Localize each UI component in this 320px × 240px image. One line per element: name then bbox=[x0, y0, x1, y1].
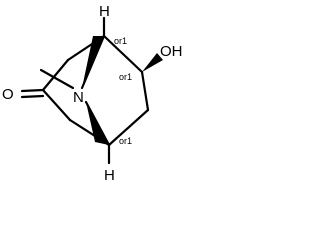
atom-hydroxyl: OH bbox=[160, 43, 183, 60]
stereo-label-c1: or1 bbox=[114, 36, 127, 46]
molecule-canvas: H O N OH H or1 or1 or1 bbox=[0, 0, 188, 186]
bond-c7-c6 bbox=[140, 70, 150, 112]
stereo-label-c5: or1 bbox=[119, 136, 132, 146]
wedge-c6-oh bbox=[142, 53, 163, 72]
atom-h-top: H bbox=[99, 3, 110, 20]
bond-c5-c7 bbox=[107, 108, 150, 147]
atom-nitrogen: N bbox=[73, 89, 84, 106]
stereo-label-c6: or1 bbox=[119, 72, 132, 82]
bond-c2-c3 bbox=[41, 58, 70, 92]
bond-n-methyl bbox=[39, 68, 75, 90]
bond-c6-c1 bbox=[102, 34, 144, 74]
bond-carbonyl-1 bbox=[20, 88, 45, 93]
atom-oxygen-carbonyl: O bbox=[2, 86, 14, 103]
wedge-c5-n bbox=[86, 102, 109, 145]
wedge-c1-n bbox=[82, 36, 104, 88]
structure-drawing: H O N OH H or1 or1 or1 bbox=[2, 3, 183, 184]
bond-c3-c4 bbox=[41, 88, 72, 122]
atom-h-bottom: H bbox=[104, 167, 115, 184]
bond-carbonyl-2 bbox=[20, 94, 45, 99]
